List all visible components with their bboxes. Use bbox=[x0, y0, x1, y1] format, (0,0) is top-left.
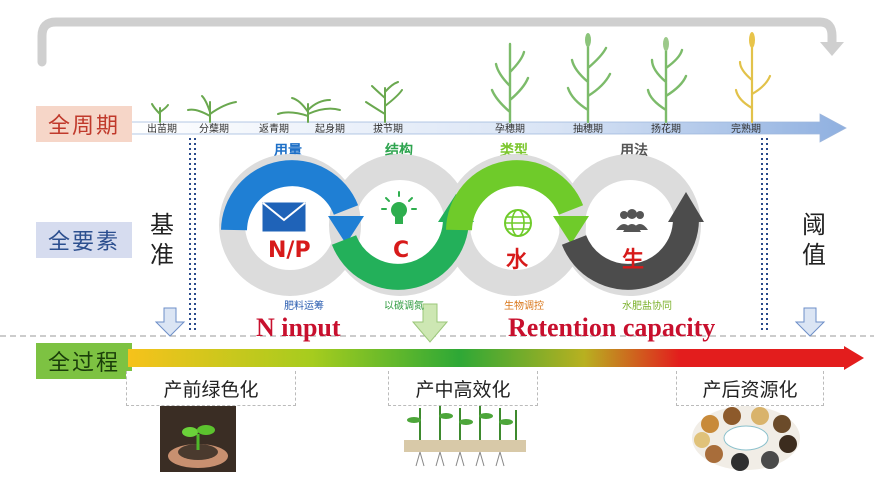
element-c: C bbox=[393, 238, 410, 263]
element-sub-synergy: 水肥盐协同 bbox=[622, 301, 672, 312]
stage-label: 分蘖期 bbox=[199, 124, 229, 135]
timeline-arrow bbox=[120, 113, 847, 143]
crops-roots-image bbox=[404, 406, 526, 467]
stage-label: 出苗期 bbox=[147, 124, 177, 135]
lightbulb-icon bbox=[381, 191, 417, 224]
stage-label: 扬花期 bbox=[651, 124, 681, 135]
stage-label: 起身期 bbox=[315, 124, 345, 135]
element-sub-carbon: 以碳调氮 bbox=[384, 301, 424, 312]
resource-products-image bbox=[692, 406, 800, 471]
stage-label: 完熟期 bbox=[731, 124, 761, 135]
cycle-return-arrow bbox=[37, 17, 844, 67]
process-stage-pre: 产前绿色化 bbox=[126, 371, 296, 406]
retention-capacity-label: Retention capacity bbox=[508, 313, 716, 342]
seedling-in-hands-image bbox=[160, 406, 236, 472]
process-gradient-arrow bbox=[128, 346, 864, 370]
process-stage-post: 产后资源化 bbox=[676, 371, 824, 406]
row-label-full-process: 全过程 bbox=[36, 343, 132, 379]
down-arrows bbox=[154, 303, 826, 343]
element-np: N/P bbox=[268, 238, 311, 263]
threshold-label: 阈值 bbox=[802, 211, 826, 269]
stage-label: 抽穗期 bbox=[573, 124, 603, 135]
plant-growth-illustrations bbox=[151, 32, 772, 124]
stage-label: 返青期 bbox=[259, 124, 289, 135]
n-input-label: N input bbox=[256, 313, 341, 342]
envelope-icon bbox=[262, 202, 306, 232]
element-rings-chain bbox=[219, 154, 704, 296]
process-stage-mid: 产中高效化 bbox=[388, 371, 538, 406]
element-bio: 生 bbox=[622, 248, 645, 273]
globe-icon bbox=[504, 209, 532, 237]
people-icon bbox=[616, 209, 648, 232]
stage-label: 拔节期 bbox=[373, 124, 403, 135]
baseline-label: 基准 bbox=[150, 211, 174, 269]
row-label-full-cycle: 全周期 bbox=[36, 106, 132, 142]
row-label-full-elements: 全要素 bbox=[36, 222, 132, 258]
element-sub-bio: 生物调控 bbox=[504, 301, 544, 312]
stage-label: 孕穗期 bbox=[495, 124, 525, 135]
element-sub-fertilizer: 肥料运筹 bbox=[284, 301, 324, 312]
element-water: 水 bbox=[506, 248, 529, 273]
